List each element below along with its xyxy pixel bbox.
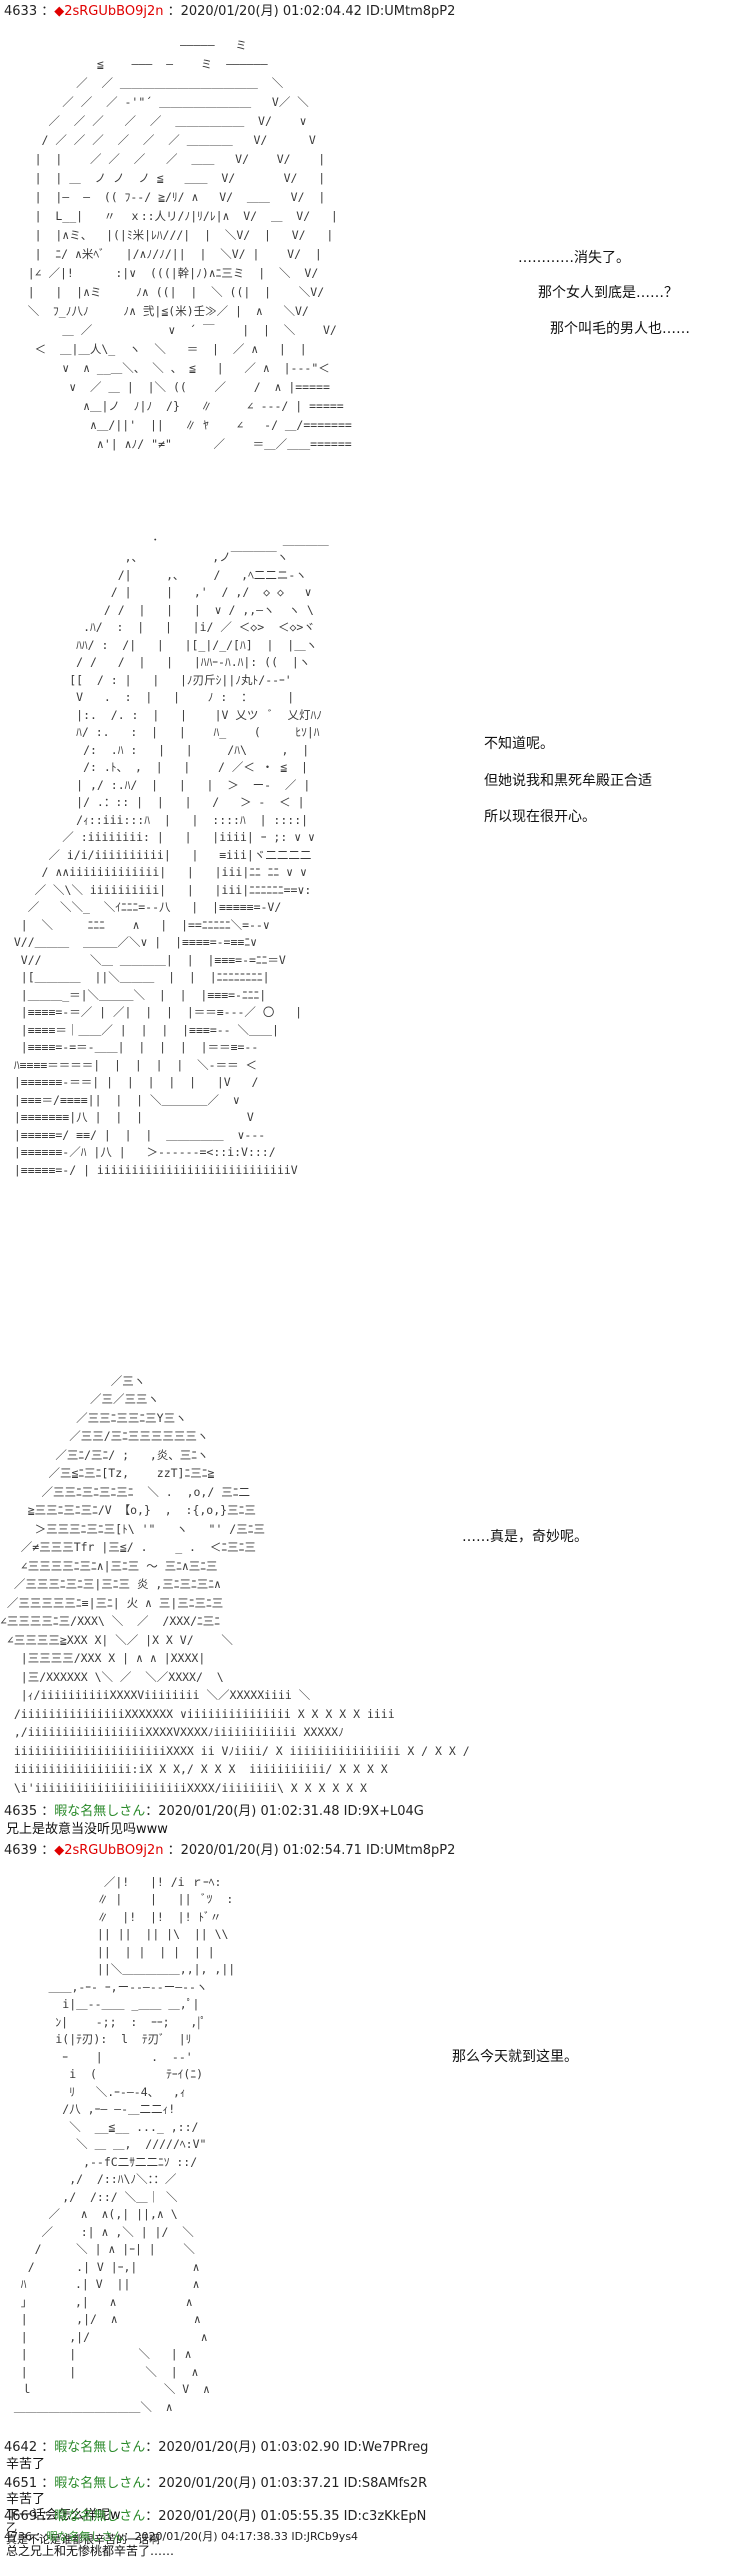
post-body: 辛苦了 下一话会怎么样呢w: [6, 2492, 121, 2523]
post-id[interactable]: ID:JRCb9ys4: [291, 2530, 359, 2543]
post-date: 2020/01/20(月) 01:02:31.48: [158, 1804, 340, 1819]
post-number[interactable]: 4651: [4, 2476, 38, 2491]
poster-name: 暇な名無しさん: [46, 2530, 124, 2543]
dialogue-line: 不知道呢。: [484, 736, 554, 752]
post-header: 4651 ：暇な名無しさん：2020/01/20(月) 01:03:37.21 …: [4, 2476, 428, 2491]
post-id[interactable]: ID:9X+L04G: [343, 1804, 424, 1819]
poster-name: 暇な名無しさん: [54, 2476, 146, 2491]
poster-name: 暇な名無しさん: [54, 2509, 146, 2524]
dialogue-line: 那么今天就到这里。: [452, 2049, 578, 2065]
dialogue-line: ……真是，奇妙呢。: [462, 1529, 588, 1545]
post-date: 2020/01/20(月) 04:17:38.33: [134, 2530, 288, 2543]
dialogue-line: 所以现在很开心。: [484, 809, 596, 825]
ascii-art-scene-2: ･ ＿＿＿＿ ,、 ,ノ￣￣￣￣ヽ /| ,､ / ,ﾍ二二ニ-ヽ / | | …: [13, 532, 329, 1177]
post-body: 兄上是故意当没听见吗www: [6, 1822, 168, 1837]
poster-name: ◆2sRGUbBO9j2n: [54, 4, 164, 19]
post-number[interactable]: 4669: [4, 2509, 38, 2524]
ascii-art-scene-1: ――――― ミ ≦ ――― ― ミ ―――――― ／ ／ ＿＿＿＿＿＿＿＿＿＿＿…: [27, 37, 352, 451]
poster-name: ◆2sRGUbBO9j2n: [54, 1843, 164, 1858]
post-number[interactable]: 4639: [4, 1843, 38, 1858]
post-date: 2020/01/20(月) 01:02:04.42: [180, 4, 362, 19]
post-id[interactable]: ID:c3zKkEpN: [343, 2509, 427, 2524]
post-body: 辛苦了: [6, 2457, 46, 2472]
dialogue-line: 那个叫毛的男人也……: [550, 321, 690, 337]
dialogue-line: 但她说我和黒死牟殿正合适: [484, 773, 652, 789]
dialogue-line: …………消失了。: [518, 250, 630, 266]
post-number[interactable]: 4633: [4, 4, 38, 19]
post-number[interactable]: 4642: [4, 2440, 38, 2455]
post-header: 4642 ：暇な名無しさん：2020/01/20(月) 01:03:02.90 …: [4, 2440, 429, 2455]
post-date: 2020/01/20(月) 01:03:37.21: [158, 2476, 340, 2491]
post-body: 总之兄上和无惨桃都辛苦了……: [6, 2544, 175, 2558]
post-id[interactable]: ID:UMtm8pP2: [366, 4, 456, 19]
poster-name: 暇な名無しさん: [54, 2440, 146, 2455]
post-id[interactable]: ID:UMtm8pP2: [366, 1843, 456, 1858]
post-header: 4669 ：暇な名無しさん：2020/01/20(月) 01:05:55.35 …: [4, 2509, 427, 2524]
post-date: 2020/01/20(月) 01:03:02.90: [158, 2440, 340, 2455]
post-header: 4635 ：暇な名無しさん：2020/01/20(月) 01:02:31.48 …: [4, 1804, 424, 1819]
post-header: 4633 ：◆2sRGUbBO9j2n ：2020/01/20(月) 01:02…: [4, 4, 456, 19]
poster-name: 暇な名無しさん: [54, 1804, 146, 1819]
post-number[interactable]: 4635: [4, 1804, 38, 1819]
post-body: 乙 真是不论是谁都很辛苦的一话啊: [6, 2521, 160, 2546]
post-id[interactable]: ID:S8AMfs2R: [343, 2476, 428, 2491]
post-number[interactable]: 4736: [4, 2530, 32, 2543]
ascii-art-scene-4: ／|! |! /i ｒｰﾍ: ∥ | | || ﾞﾂ : ∥ |! |! |! …: [13, 1874, 236, 2414]
dialogue-line: 那个女人到底是……？: [538, 285, 678, 301]
post-id[interactable]: ID:We7PRreg: [343, 2440, 429, 2455]
post-date: 2020/01/20(月) 01:05:55.35: [158, 2509, 340, 2524]
post-header: 4736 ：暇な名無しさん：2020/01/20(月) 04:17:38.33 …: [4, 2530, 359, 2543]
ascii-art-scene-3: ／三ヽ ／三／三三ヽ ／三三ﾆ三三ﾆ三Y三ヽ ／三三/三ﾆ三三三三三三ヽ ／三ﾆ…: [0, 1373, 470, 1795]
post-date: 2020/01/20(月) 01:02:54.71: [180, 1843, 362, 1858]
post-header: 4639 ：◆2sRGUbBO9j2n ：2020/01/20(月) 01:02…: [4, 1843, 456, 1858]
